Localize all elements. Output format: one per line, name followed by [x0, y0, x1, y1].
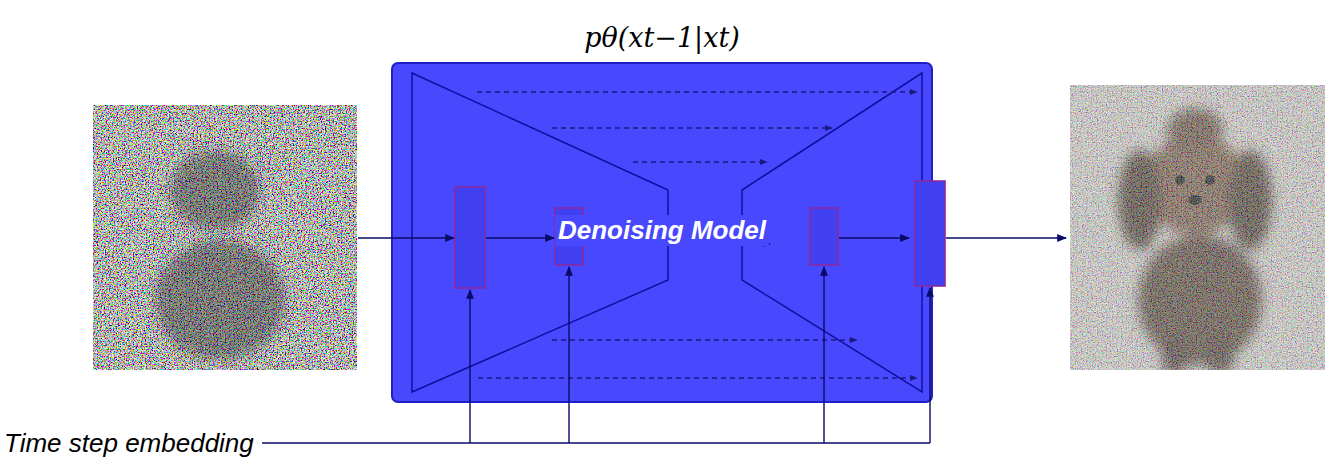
- skip-connections: [477, 92, 917, 378]
- model-name: Denoising Model: [555, 215, 769, 246]
- input-label: Time step embedding: [4, 428, 254, 459]
- layer-blocks: [455, 181, 945, 288]
- model-formula: pθ(xt−1|xt): [584, 22, 740, 53]
- model-box: pθ(xt−1|xt)Denoising Model: [392, 63, 932, 402]
- dog-image: [1070, 85, 1325, 370]
- unet-outline: [412, 73, 922, 392]
- model-box-fill: [392, 63, 932, 402]
- noise-image: [93, 105, 357, 370]
- timestep-wires: [262, 267, 930, 443]
